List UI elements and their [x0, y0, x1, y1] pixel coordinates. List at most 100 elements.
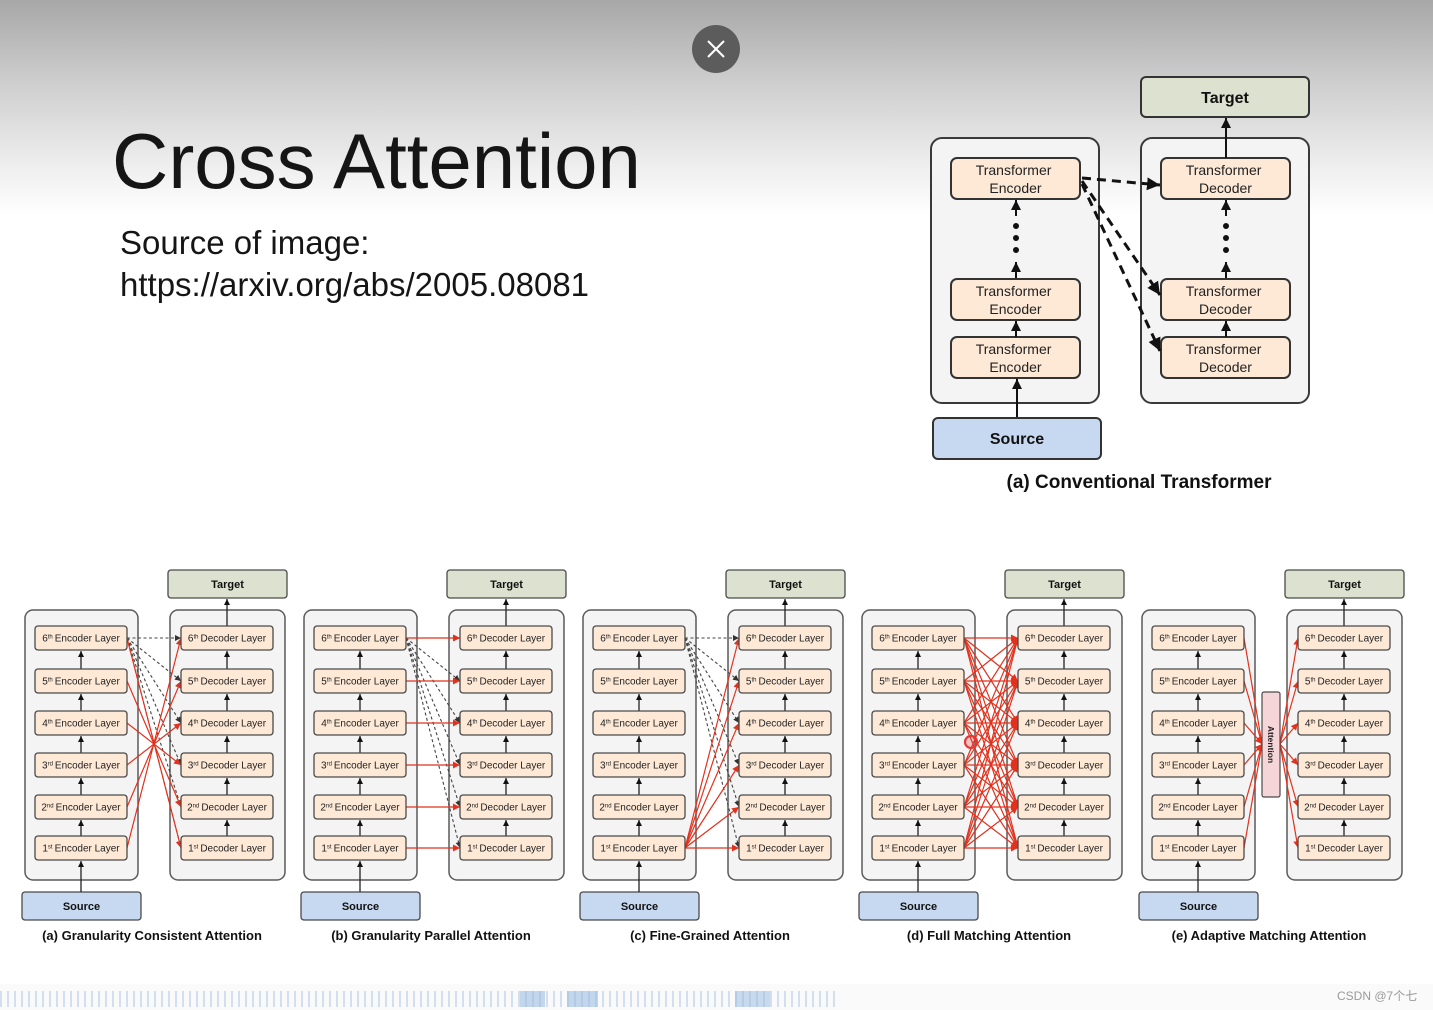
- top-encoder-dashed-link: [126, 637, 182, 766]
- layer-name: Encoder Layer: [1172, 719, 1238, 730]
- source-label: Source of image:: [120, 224, 370, 261]
- layer-ordinal-suffix: th: [48, 678, 53, 684]
- target-label: Target: [490, 579, 523, 591]
- layer-ordinal: 4: [746, 719, 752, 730]
- layer-ordinal-suffix: th: [327, 635, 332, 641]
- decoder-layer-box: [1017, 668, 1111, 694]
- layer-ordinal: 6: [188, 634, 194, 645]
- transformer-encoder-box: [950, 157, 1081, 200]
- cross-attention-link: [963, 637, 1020, 808]
- layer-ordinal: 1: [1159, 844, 1165, 855]
- layer-name: Decoder Layer: [1037, 844, 1103, 855]
- layer-ordinal-suffix: nd: [1310, 804, 1317, 810]
- layer-name: Encoder Layer: [55, 761, 121, 772]
- layer-ordinal: 1: [1025, 844, 1031, 855]
- layer-ordinal: 5: [321, 677, 327, 688]
- layer-ordinal-suffix: th: [193, 635, 198, 641]
- layer-ordinal: 5: [42, 677, 48, 688]
- layer-ordinal: 3: [42, 761, 48, 772]
- layer-ordinal: 2: [1158, 803, 1164, 814]
- label-line-2: Decoder: [1199, 301, 1252, 317]
- cross-attention-link: [684, 806, 740, 849]
- layer-ordinal: 2: [745, 803, 751, 814]
- decoder-layer-box: [459, 794, 553, 820]
- top-encoder-dashed-link: [126, 637, 183, 808]
- encoder-layer-box: [1151, 794, 1245, 820]
- source-label: Source: [63, 901, 100, 913]
- ellipsis-dot: [1013, 247, 1019, 253]
- layer-ordinal-suffix: st: [1031, 845, 1036, 851]
- decoder-layer-box: [1297, 710, 1391, 736]
- layer-ordinal-suffix: th: [472, 720, 477, 726]
- decoder-layer-box: [1017, 835, 1111, 861]
- layer-ordinal-suffix: th: [606, 678, 611, 684]
- layer-ordinal: 5: [1159, 677, 1165, 688]
- label-line-1: Transformer: [1186, 162, 1262, 178]
- conventional-target-box: [1140, 76, 1310, 118]
- decoder-layer-box: [738, 710, 832, 736]
- decoder-layer-box: [1297, 835, 1391, 861]
- encoder-layer-box: [313, 625, 407, 651]
- close-button[interactable]: [692, 25, 740, 73]
- layer-name: Encoder Layer: [892, 719, 958, 730]
- layer-name: Decoder Layer: [1317, 844, 1383, 855]
- ellipsis-dot: [1013, 223, 1019, 229]
- label-line-1: Transformer: [1186, 341, 1262, 357]
- layer-ordinal: 4: [467, 719, 473, 730]
- ellipsis-dot: [1223, 223, 1229, 229]
- layer-ordinal-suffix: st: [885, 845, 890, 851]
- encoder-layer-box: [871, 835, 965, 861]
- encoder-to-attention-link: [1243, 743, 1265, 849]
- layer-ordinal-suffix: rd: [193, 762, 198, 768]
- cross-attention-link: [1080, 180, 1162, 296]
- layer-ordinal: 3: [321, 761, 327, 772]
- cross-attention-link: [963, 637, 1019, 682]
- layer-ordinal: 4: [600, 719, 606, 730]
- layer-ordinal-suffix: rd: [327, 762, 332, 768]
- layer-name: Encoder Layer: [1173, 803, 1239, 814]
- layer-ordinal-suffix: nd: [326, 804, 333, 810]
- layer-name: Decoder Layer: [480, 803, 546, 814]
- decoder-layer-box: [1017, 625, 1111, 651]
- ellipsis-dot: [1223, 247, 1229, 253]
- layer-ordinal-suffix: th: [1165, 635, 1170, 641]
- decoder-layer-box: [1017, 710, 1111, 736]
- layer-ordinal: 6: [467, 634, 473, 645]
- layer-name: Encoder Layer: [335, 803, 401, 814]
- layer-ordinal: 5: [600, 677, 606, 688]
- layer-ordinal: 4: [188, 719, 194, 730]
- close-icon: [707, 40, 725, 58]
- layer-name: Encoder Layer: [334, 719, 400, 730]
- layer-name: Encoder Layer: [55, 634, 121, 645]
- top-encoder-dashed-link: [684, 637, 741, 808]
- layer-ordinal-suffix: rd: [751, 762, 756, 768]
- label-line-2: Encoder: [989, 301, 1041, 317]
- layer-name: Decoder Layer: [200, 677, 266, 688]
- layer-ordinal-suffix: st: [194, 845, 199, 851]
- layer-ordinal-suffix: st: [752, 845, 757, 851]
- layer-name: Decoder Layer: [1038, 761, 1104, 772]
- encoder-layer-box: [34, 668, 128, 694]
